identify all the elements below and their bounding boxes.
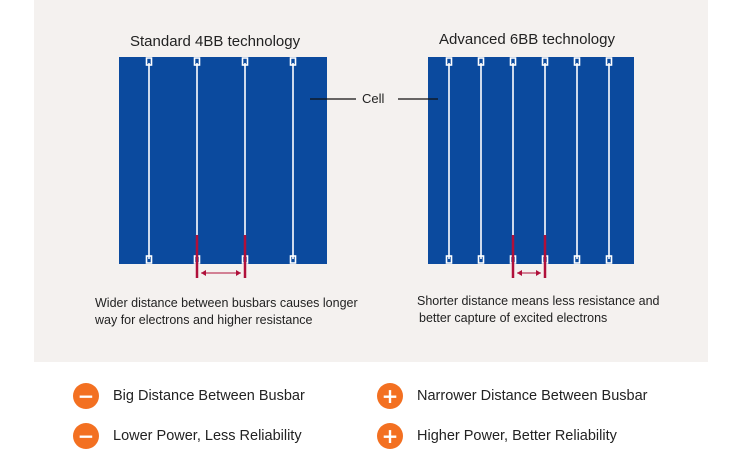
legend-text: Big Distance Between Busbar bbox=[113, 388, 305, 404]
cell-6bb bbox=[428, 57, 634, 278]
legend-item-narrower-distance: + Narrower Distance Between Busbar bbox=[377, 383, 648, 409]
busbars-6bb bbox=[445, 57, 613, 264]
right-title: Advanced 6BB technology bbox=[439, 31, 615, 48]
right-caption-line-2: better capture of excited electrons bbox=[419, 311, 608, 325]
legend-text: Higher Power, Better Reliability bbox=[417, 428, 617, 444]
right-caption-line-1: Shorter distance means less resistance a… bbox=[417, 294, 660, 308]
cell-surface bbox=[119, 57, 327, 264]
legend-item-higher-power: + Higher Power, Better Reliability bbox=[377, 423, 617, 449]
left-caption: Wider distance between busbars causes lo… bbox=[95, 295, 358, 329]
plus-icon: + bbox=[377, 383, 403, 409]
legend-text: Narrower Distance Between Busbar bbox=[417, 388, 648, 404]
minus-icon: − bbox=[73, 423, 99, 449]
distance-marker-6bb bbox=[511, 235, 547, 278]
left-title: Standard 4BB technology bbox=[130, 33, 301, 50]
legend-text: Lower Power, Less Reliability bbox=[113, 428, 302, 444]
minus-icon: − bbox=[73, 383, 99, 409]
legend-item-lower-power: − Lower Power, Less Reliability bbox=[73, 423, 302, 449]
cell-4bb bbox=[119, 57, 327, 278]
legend-item-big-distance: − Big Distance Between Busbar bbox=[73, 383, 305, 409]
busbars-4bb bbox=[145, 57, 297, 264]
distance-marker-4bb bbox=[195, 235, 247, 278]
left-caption-line-2: way for electrons and higher resistance bbox=[95, 313, 313, 327]
left-caption-line-1: Wider distance between busbars causes lo… bbox=[95, 296, 358, 310]
plus-icon: + bbox=[377, 423, 403, 449]
cell-label: Cell bbox=[362, 91, 385, 106]
cell-leader-lines bbox=[310, 98, 438, 100]
right-caption: Shorter distance means less resistance a… bbox=[417, 293, 660, 327]
cell-surface bbox=[428, 57, 634, 264]
